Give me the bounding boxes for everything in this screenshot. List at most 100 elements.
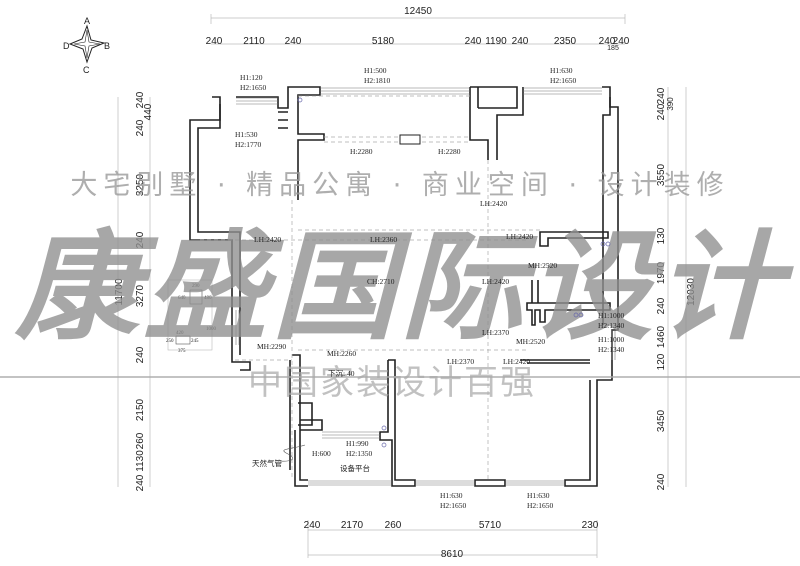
compass-icon: A B C D [63, 16, 110, 75]
window-height-label: H1:630 [440, 491, 463, 500]
windows [235, 87, 616, 486]
window-height-label: H1:530 [235, 130, 258, 139]
dim-right: 240 [656, 297, 667, 314]
dim-right: 130 [656, 227, 667, 244]
mh-label: MH:2290 [257, 342, 286, 351]
compass-north: A [84, 16, 90, 26]
dim-left-total: 11700 [114, 278, 125, 306]
fixture-dim: 420 [176, 331, 184, 336]
dim-right: 1970 [656, 261, 667, 284]
dim-left: 260 [135, 432, 146, 449]
dim-left: 240 [135, 346, 146, 363]
dim-top: 2110 [243, 36, 265, 47]
dim-right: 240 [656, 87, 667, 104]
dim-left: 3250 [135, 173, 146, 196]
dim-top: 240 [285, 36, 302, 47]
height-label: H:600 [312, 449, 331, 458]
fixture-detail: 290 640 480 420 250 245 1000 375 [166, 279, 217, 354]
dim-bottom: 5710 [479, 520, 502, 531]
dim-top: 185 [607, 45, 619, 52]
outlet-icon [297, 97, 611, 448]
lh-label: LH:2420 [506, 232, 533, 241]
fixture-dim: 375 [178, 349, 186, 354]
lh-label: LH:2420 [480, 199, 507, 208]
platform-label: 设备平台 [340, 463, 370, 473]
fixture-dim: 290 [192, 284, 200, 289]
window-height-label: H2:1770 [235, 140, 262, 149]
dim-left: 240 [135, 474, 146, 491]
dim-top: 240 [465, 36, 482, 47]
watermark: 大宅别墅 · 精品公寓 · 商业空间 · 设计装修 康盛国际设计 中国家装设计百… [0, 170, 800, 403]
dim-left: 1130 [135, 450, 146, 472]
left-dimensions: 11700 240 440 240 3250 240 3270 240 2150… [114, 91, 154, 491]
fixture-dim: 245 [191, 339, 199, 344]
dim-right: 240 [656, 103, 667, 120]
dim-right: 390 [666, 97, 675, 111]
window-height-label: H2:1340 [598, 345, 625, 354]
lh-label: LH:2370 [447, 357, 474, 366]
dim-top: 2350 [554, 36, 577, 47]
lh-label: LH:2370 [482, 328, 509, 337]
window-height-label: H2:1810 [364, 76, 391, 85]
drop-label: 下沉: 40 [328, 369, 355, 378]
dim-bottom-total: 8610 [441, 549, 464, 560]
walls [189, 86, 619, 487]
window-height-label: H1:1000 [598, 335, 625, 344]
fixture-dim: 480 [204, 296, 212, 301]
dim-top-total: 12450 [404, 6, 432, 17]
annotations: H1:120 H2:1650 H1:500 H2:1810 H1:630 H2:… [235, 66, 625, 510]
watermark-brand: 康盛国际设计 [14, 218, 795, 356]
dim-right-total: 12030 [686, 278, 697, 306]
dim-left: 240 [135, 119, 146, 136]
dim-top: 240 [512, 36, 529, 47]
window-height-label: H2:1650 [440, 501, 467, 510]
dim-bottom: 2170 [341, 520, 364, 531]
bottom-dimensions: 240 2170 260 5710 230 8610 [304, 520, 599, 560]
mh-label: MH:2520 [528, 261, 557, 270]
dim-top: 5180 [372, 36, 395, 47]
beam-height-label: H:2280 [350, 147, 373, 156]
window-height-label: H1:1000 [598, 311, 625, 320]
right-dimensions: 12030 240 390 240 3550 130 1970 240 1460… [656, 87, 697, 490]
lh-label: LH:2420 [503, 357, 530, 366]
window-height-label: H2:1350 [346, 449, 373, 458]
window-height-label: H2:1650 [550, 76, 577, 85]
dim-left: 240 [135, 91, 146, 108]
beam-height-label: H:2280 [438, 147, 461, 156]
dim-right: 3450 [656, 409, 667, 432]
compass-west: D [63, 41, 70, 51]
dim-right: 1460 [656, 325, 667, 348]
window-height-label: H1:630 [527, 491, 550, 500]
window-height-label: H1:500 [364, 66, 387, 75]
dim-bottom: 240 [304, 520, 321, 531]
lh-label: LH:2420 [482, 277, 509, 286]
fixture-dim: 1000 [206, 327, 217, 332]
window-height-label: H1:120 [240, 73, 263, 82]
dim-top: 240 [206, 36, 223, 47]
lh-label: LH:2360 [370, 235, 397, 244]
ceiling-height-label: CH:2710 [367, 277, 395, 286]
dim-bottom: 260 [385, 520, 402, 531]
dim-bottom: 230 [582, 520, 599, 531]
watermark-slogan: 大宅别墅 · 精品公寓 · 商业空间 · 设计装修 [70, 170, 729, 201]
compass-south: C [83, 65, 90, 75]
window-height-label: H2:1340 [598, 321, 625, 330]
gas-pipe-label: 天然气管 [252, 458, 282, 468]
lh-label: LH:2420 [254, 235, 281, 244]
dim-left: 2150 [135, 398, 146, 421]
beam-lines [200, 95, 540, 480]
window-height-label: H2:1650 [240, 83, 267, 92]
gas-pipe-leader [274, 444, 306, 462]
dim-left: 3270 [135, 284, 146, 307]
watermark-subtitle: 中国家装设计百强 [248, 363, 536, 403]
dim-left: 440 [143, 103, 154, 120]
top-dimensions: 12450 240 2110 240 5180 240 1190 240 235… [206, 6, 630, 52]
dim-top: 240 [599, 36, 616, 47]
mh-label: MH:2520 [516, 337, 545, 346]
window-height-label: H1:990 [346, 439, 369, 448]
dim-top: 1190 [485, 36, 507, 47]
dim-top: 240 [613, 36, 630, 47]
window-height-label: H1:630 [550, 66, 573, 75]
window-height-label: H2:1650 [527, 501, 554, 510]
